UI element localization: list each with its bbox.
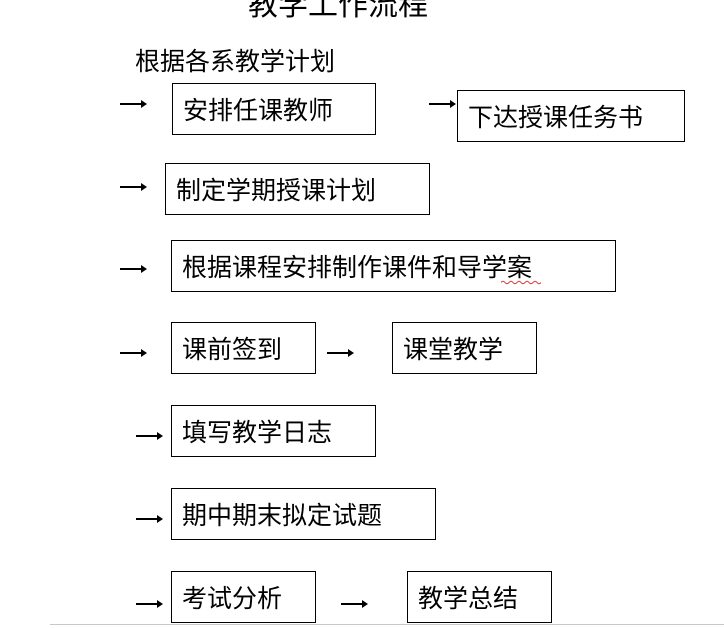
box-exam-questions-label: 期中期末拟定试题 xyxy=(182,501,383,530)
box-exam-analysis-label: 考试分析 xyxy=(182,584,283,613)
box-courseware: 根据课程安排制作课件和导学案 xyxy=(171,240,616,292)
box-term-plan: 制定学期授课计划 xyxy=(165,163,430,215)
box-teaching-summary-label: 教学总结 xyxy=(418,584,519,613)
box-issue-task-book: 下达授课任务书 xyxy=(457,90,685,142)
arrow-to-term-plan xyxy=(120,183,147,191)
spellcheck-underline xyxy=(501,280,541,285)
box-arrange-teachers-label: 安排任课教师 xyxy=(183,96,334,125)
subtitle-source-plan: 根据各系教学计划 xyxy=(135,47,336,76)
arrow-to-courseware xyxy=(120,265,147,273)
box-exam-analysis: 考试分析 xyxy=(171,571,316,623)
arrow-to-arrange-teachers xyxy=(120,100,147,108)
page-title: 教学工作流程 xyxy=(248,0,428,23)
box-teaching-log-label: 填写教学日志 xyxy=(182,418,333,447)
box-courseware-label: 根据课程安排制作课件和导学案 xyxy=(182,253,533,282)
box-classroom-teaching-label: 课堂教学 xyxy=(403,335,504,364)
box-sign-in-label: 课前签到 xyxy=(182,335,283,364)
arrow-to-teaching-summary xyxy=(341,600,368,608)
arrow-to-exam-questions xyxy=(136,515,163,523)
box-exam-questions: 期中期末拟定试题 xyxy=(171,488,436,540)
box-teaching-log: 填写教学日志 xyxy=(171,405,376,457)
arrow-to-issue-task-book xyxy=(429,100,456,108)
box-classroom-teaching: 课堂教学 xyxy=(392,322,537,374)
box-arrange-teachers: 安排任课教师 xyxy=(172,83,376,135)
arrow-to-sign-in xyxy=(120,349,147,357)
arrow-to-exam-analysis xyxy=(136,600,163,608)
box-term-plan-label: 制定学期授课计划 xyxy=(176,176,377,205)
box-sign-in: 课前签到 xyxy=(171,322,316,374)
box-issue-task-book-label: 下达授课任务书 xyxy=(468,103,644,132)
page-bottom-divider xyxy=(50,624,724,625)
arrow-to-classroom-teaching xyxy=(327,349,354,357)
arrow-to-teaching-log xyxy=(136,432,163,440)
box-teaching-summary: 教学总结 xyxy=(407,571,552,623)
